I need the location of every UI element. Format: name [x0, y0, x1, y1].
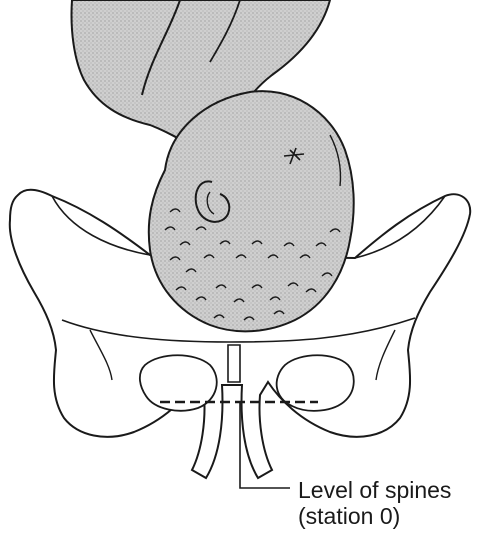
pubic-symphysis — [228, 345, 240, 382]
callout-label-line1: Level of spines — [298, 477, 451, 503]
callout-label-line2: (station 0) — [298, 503, 400, 529]
